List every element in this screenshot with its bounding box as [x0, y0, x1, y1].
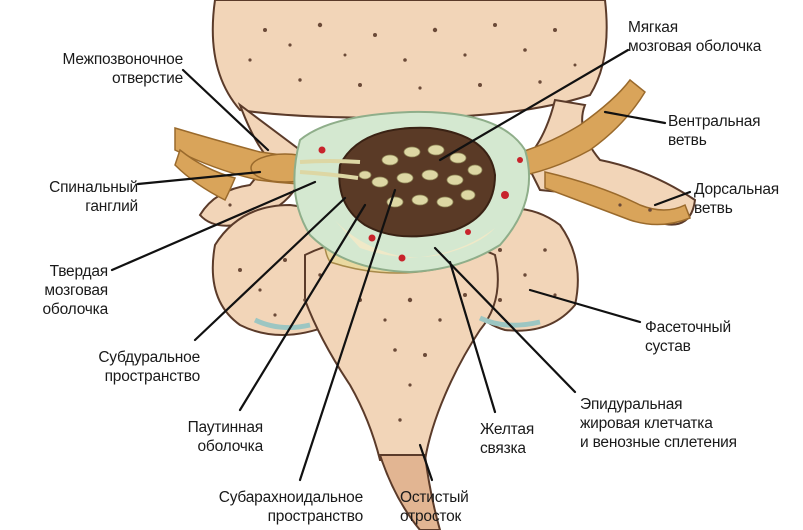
vertebral-body [213, 0, 607, 118]
label-intervertebral-foramen: Межпозвоночное отверстие [63, 50, 183, 88]
label-pia-mater: Мягкая мозговая оболочка [628, 18, 761, 56]
label-spinal-ganglion: Спинальный ганглий [49, 178, 138, 216]
label-dorsal-ramus: Дорсальная ветвь [694, 180, 779, 218]
label-epidural-fat: Эпидуральная жировая клетчатка и венозны… [580, 395, 737, 452]
label-ligamentum-flavum: Желтая связка [480, 420, 534, 458]
spinal-cord [339, 128, 495, 237]
label-dura-mater: Твердая мозговая оболочка [43, 262, 109, 319]
label-arachnoid: Паутинная оболочка [188, 418, 263, 456]
label-ventral-ramus: Вентральная ветвь [668, 112, 760, 150]
label-spinous-process: Остистый отросток [400, 488, 469, 526]
label-subdural-space: Субдуральное пространство [98, 348, 200, 386]
label-subarachnoid-space: Субарахноидальное пространство [219, 488, 363, 526]
label-facet-joint: Фасеточный сустав [645, 318, 731, 356]
